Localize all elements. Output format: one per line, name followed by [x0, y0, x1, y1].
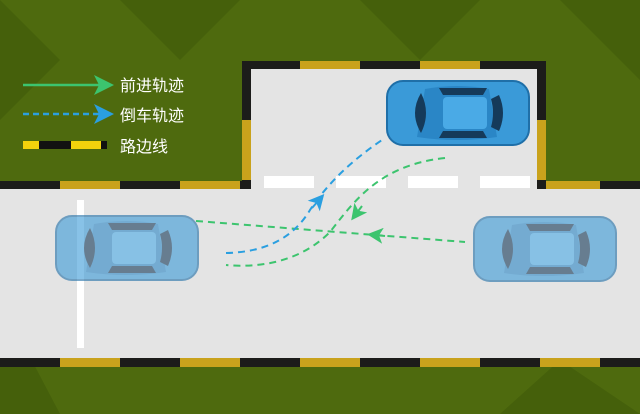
forward-track-straight	[195, 220, 466, 243]
reverse-arrow	[307, 193, 325, 212]
legend-forward-label: 前进轨迹	[120, 76, 184, 95]
car-parked	[386, 80, 530, 146]
forward-arrow	[367, 227, 386, 244]
curb-bay-top	[244, 61, 546, 69]
legend-curb-swatch-black	[39, 141, 71, 149]
legend-reverse-label: 倒车轨迹	[120, 106, 184, 125]
curb-top-left	[0, 181, 246, 189]
curb-bay-left	[242, 61, 251, 189]
car-forward-position	[473, 216, 617, 282]
curb-bottom	[0, 358, 640, 367]
legend-curb-swatch	[23, 141, 39, 149]
car-start	[55, 215, 199, 281]
legend-curb-swatch-end	[101, 141, 107, 149]
legend: 前进轨迹 倒车轨迹 路边线	[23, 75, 184, 156]
curb-top-right	[538, 181, 640, 189]
legend-curb-label: 路边线	[120, 137, 168, 156]
curb-bay-right	[537, 61, 546, 189]
legend-curb-swatch-yellow	[71, 141, 101, 149]
forward-arrow-2	[351, 202, 368, 221]
forward-track-curve	[225, 157, 446, 267]
